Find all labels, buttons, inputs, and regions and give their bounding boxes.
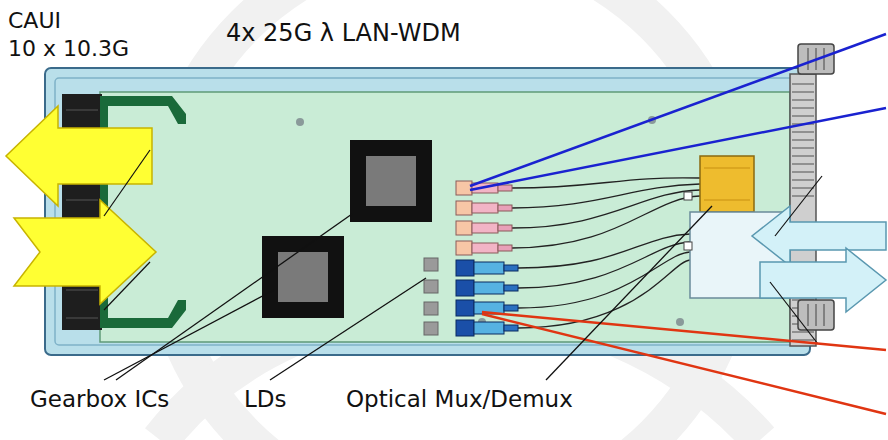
leader-line	[470, 34, 886, 414]
optical-mux	[700, 156, 754, 212]
optical-out-arrow	[760, 248, 886, 312]
tosa	[456, 181, 512, 255]
pcb	[100, 92, 790, 342]
part-name: LDs	[244, 386, 287, 412]
clip	[100, 96, 186, 124]
lane-rate: 10 x 10.3G	[8, 36, 129, 61]
label-leader	[104, 206, 712, 380]
optical-in-arrow	[752, 206, 886, 266]
tx-arrow	[6, 106, 152, 206]
interface-name: CAUI	[8, 8, 61, 33]
part-name: Optical Mux/Demux	[346, 386, 573, 412]
rx-arrow	[14, 200, 156, 304]
housing	[45, 68, 810, 355]
ld-chip	[424, 258, 438, 335]
part-name: Gearbox ICs	[30, 386, 169, 412]
optical-lanes: 4x 25G λ LAN-WDM	[226, 20, 461, 48]
rosa	[456, 260, 518, 336]
